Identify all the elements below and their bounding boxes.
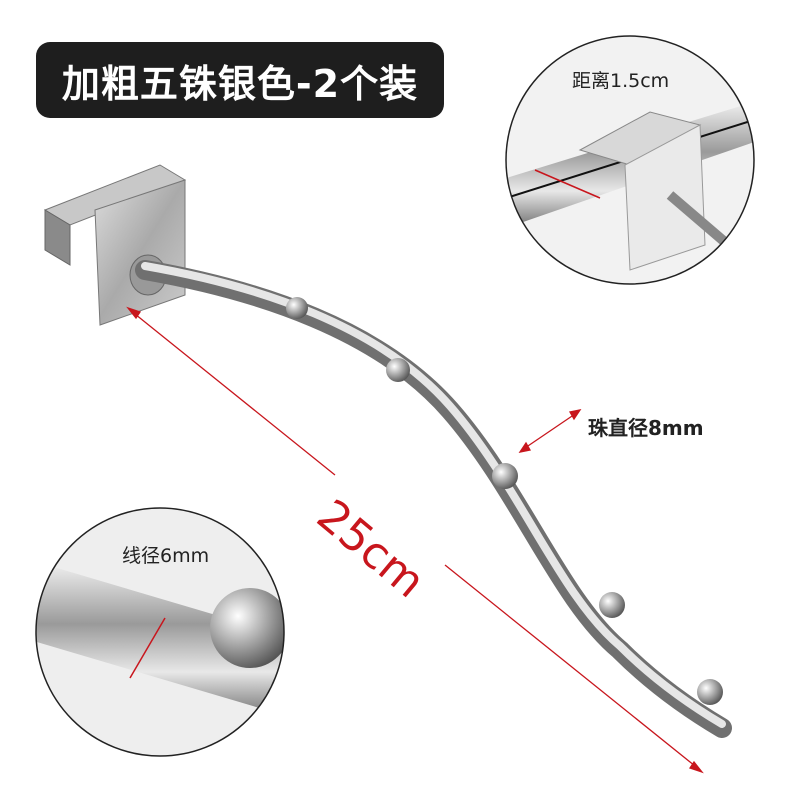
- wire-diameter-label: 线径6mm: [122, 545, 210, 567]
- detail-circle-distance: [505, 35, 755, 285]
- bead-diameter-label: 珠直径8mm: [588, 416, 704, 440]
- product-title-banner: 加粗五铢银色-2个装: [36, 42, 444, 118]
- distance-label: 距离1.5cm: [572, 70, 670, 92]
- beads: [286, 297, 723, 705]
- length-dimension-line: [126, 306, 704, 774]
- detail-circle-wire: [35, 507, 285, 757]
- bracket: [43, 164, 187, 326]
